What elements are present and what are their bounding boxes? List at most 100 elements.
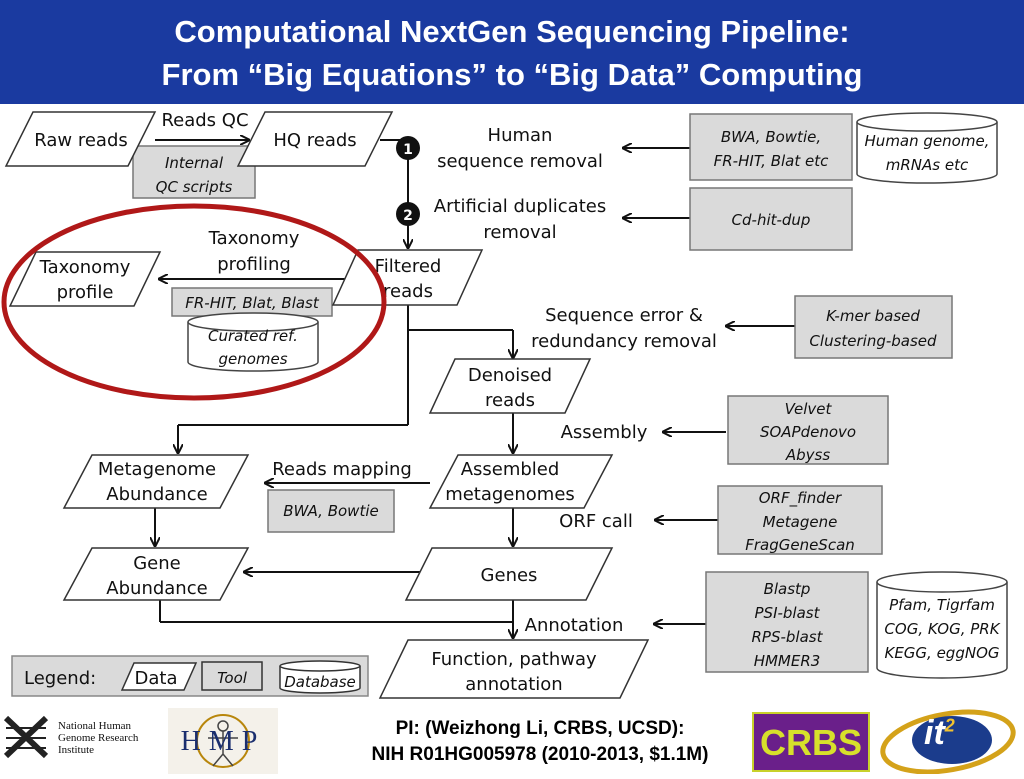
svg-text:Genes: Genes [481, 565, 538, 586]
svg-text:FR-HIT, Blat etc: FR-HIT, Blat etc [714, 152, 829, 170]
step-seq-error-1: Sequence error & [545, 305, 703, 326]
svg-text:Metagene: Metagene [763, 513, 838, 531]
it2-text: it2 [924, 714, 955, 752]
svg-text:Assembled: Assembled [461, 459, 560, 480]
data-filtered-reads: Filtered reads [331, 249, 484, 306]
svg-text:annotation: annotation [465, 674, 562, 695]
data-denoised-reads: Denoised reads [428, 358, 592, 414]
pi-line-2: NIH R01HG005978 (2010-2013, $1.1M) [371, 744, 709, 765]
svg-text:Blastp: Blastp [764, 580, 811, 598]
db-curated-ref-genomes: Curated ref. genomes [187, 312, 319, 372]
svg-text:Metagenome: Metagenome [98, 459, 216, 480]
title-line-2: From “Big Equations” to “Big Data” Compu… [161, 57, 863, 92]
svg-text:Pfam, Tigrfam: Pfam, Tigrfam [889, 596, 995, 614]
svg-text:COG, KOG, PRK: COG, KOG, PRK [884, 620, 1000, 638]
svg-text:Internal: Internal [165, 154, 224, 172]
svg-text:2: 2 [403, 208, 413, 224]
pipeline-diagram: Internal QC scripts BWA, Bowtie, FR-HIT,… [1, 110, 1008, 699]
svg-text:Abundance: Abundance [106, 578, 207, 599]
title-banner: Computational NextGen Sequencing Pipelin… [0, 0, 1024, 104]
crbs-logo: CRBS [752, 712, 870, 772]
svg-text:Human genome,: Human genome, [865, 132, 990, 150]
it2-logo: it2 [878, 706, 1018, 775]
svg-text:Denoised: Denoised [468, 365, 552, 386]
step-reads-mapping: Reads mapping [272, 459, 412, 480]
svg-text:Abyss: Abyss [785, 446, 830, 464]
step-annotation: Annotation [525, 615, 624, 636]
svg-text:profile: profile [57, 282, 114, 303]
svg-text:Clustering-based: Clustering-based [809, 332, 937, 350]
svg-text:K-mer based: K-mer based [826, 307, 920, 325]
svg-text:Filtered: Filtered [375, 256, 442, 277]
step-assembly: Assembly [561, 422, 648, 443]
connector-lines [155, 140, 795, 637]
svg-text:FragGeneScan: FragGeneScan [745, 536, 855, 554]
svg-text:RPS-blast: RPS-blast [752, 628, 824, 646]
legend: Legend: Data Tool Database [11, 655, 369, 697]
nhgri-helix-icon [3, 715, 49, 759]
tool-cd-hit-dup: Cd-hit-dup [689, 187, 853, 251]
step-taxonomy-profiling-1: Taxonomy [208, 228, 300, 249]
svg-text:QC scripts: QC scripts [156, 178, 233, 196]
svg-text:reads: reads [485, 390, 535, 411]
step-orf-call: ORF call [559, 511, 633, 532]
svg-text:KEGG, eggNOG: KEGG, eggNOG [884, 644, 999, 662]
svg-text:HMMER3: HMMER3 [754, 652, 821, 670]
svg-text:reads: reads [383, 281, 433, 302]
hmp-letters: HMP [180, 726, 266, 757]
it2-swoosh-icon [880, 709, 1016, 775]
svg-text:BWA, Bowtie: BWA, Bowtie [283, 502, 378, 520]
svg-text:Taxonomy: Taxonomy [39, 257, 131, 278]
tool-internal-qc: Internal QC scripts [132, 145, 256, 199]
svg-text:Raw reads: Raw reads [34, 130, 128, 151]
nhgri-logo: National Human Genome Research Institute [2, 708, 162, 770]
db-human-genome: Human genome, mRNAs etc [856, 112, 998, 184]
legend-database: Database [284, 673, 356, 691]
data-function-annotation: Function, pathway annotation [378, 639, 650, 699]
svg-text:BWA, Bowtie,: BWA, Bowtie, [721, 128, 821, 146]
data-raw-reads: Raw reads [4, 111, 157, 167]
svg-text:Function, pathway: Function, pathway [431, 649, 597, 670]
step-seq-error-2: redundancy removal [531, 331, 717, 352]
step-artificial-dup-2: removal [483, 222, 556, 243]
svg-text:1: 1 [403, 142, 413, 158]
step-reads-qc: Reads QC [161, 110, 248, 131]
data-hq-reads: HQ reads [236, 111, 394, 167]
legend-label: Legend: [24, 668, 96, 689]
hmp-figure-icon [196, 714, 250, 768]
svg-text:Velvet: Velvet [785, 400, 833, 418]
legend-tool: Tool [217, 669, 248, 687]
nhgri-text-1: National Human [58, 720, 132, 732]
svg-text:PSI-blast: PSI-blast [755, 604, 821, 622]
step-taxonomy-profiling-2: profiling [217, 254, 291, 275]
tool-assemblers: Velvet SOAPdenovo Abyss [727, 395, 889, 465]
step-artificial-dup-1: Artificial duplicates [434, 196, 606, 217]
legend-data: Data [135, 668, 178, 689]
data-gene-abundance: Gene Abundance [62, 547, 250, 601]
step-2-badge: 2 [396, 202, 420, 226]
title-line-1: Computational NextGen Sequencing Pipelin… [174, 14, 850, 49]
svg-text:Abundance: Abundance [106, 484, 207, 505]
svg-text:mRNAs etc: mRNAs etc [886, 156, 969, 174]
svg-text:Cd-hit-dup: Cd-hit-dup [732, 211, 811, 229]
step-1-badge: 1 [396, 136, 420, 160]
svg-text:HQ reads: HQ reads [273, 130, 356, 151]
db-pfam-cog-kegg: Pfam, Tigrfam COG, KOG, PRK KEGG, eggNOG [876, 571, 1008, 679]
tool-orf-callers: ORF_finder Metagene FragGeneScan [717, 485, 883, 555]
taxonomy-highlight-ellipse [1, 203, 387, 401]
nhgri-text-2: Genome Research [58, 732, 139, 744]
svg-text:FR-HIT, Blat, Blast: FR-HIT, Blat, Blast [185, 294, 320, 312]
nhgri-text-3: Institute [58, 744, 95, 756]
pi-line-1: PI: (Weizhong Li, CRBS, UCSD): [395, 718, 685, 739]
data-genes: Genes [404, 547, 614, 601]
data-assembled-metagenomes: Assembled metagenomes [428, 454, 614, 509]
data-metagenome-abundance: Metagenome Abundance [62, 454, 250, 509]
svg-text:Curated ref.: Curated ref. [208, 327, 298, 345]
step-human-removal-2: sequence removal [437, 151, 603, 172]
tool-kmer-clustering: K-mer based Clustering-based [794, 295, 953, 359]
tool-bwa-bowtie-frhit: BWA, Bowtie, FR-HIT, Blat etc [689, 113, 853, 181]
svg-text:SOAPdenovo: SOAPdenovo [760, 423, 856, 441]
svg-text:Gene: Gene [133, 553, 181, 574]
step-human-removal-1: Human [488, 125, 553, 146]
tool-bwa-bowtie-mapping: BWA, Bowtie [267, 489, 395, 533]
